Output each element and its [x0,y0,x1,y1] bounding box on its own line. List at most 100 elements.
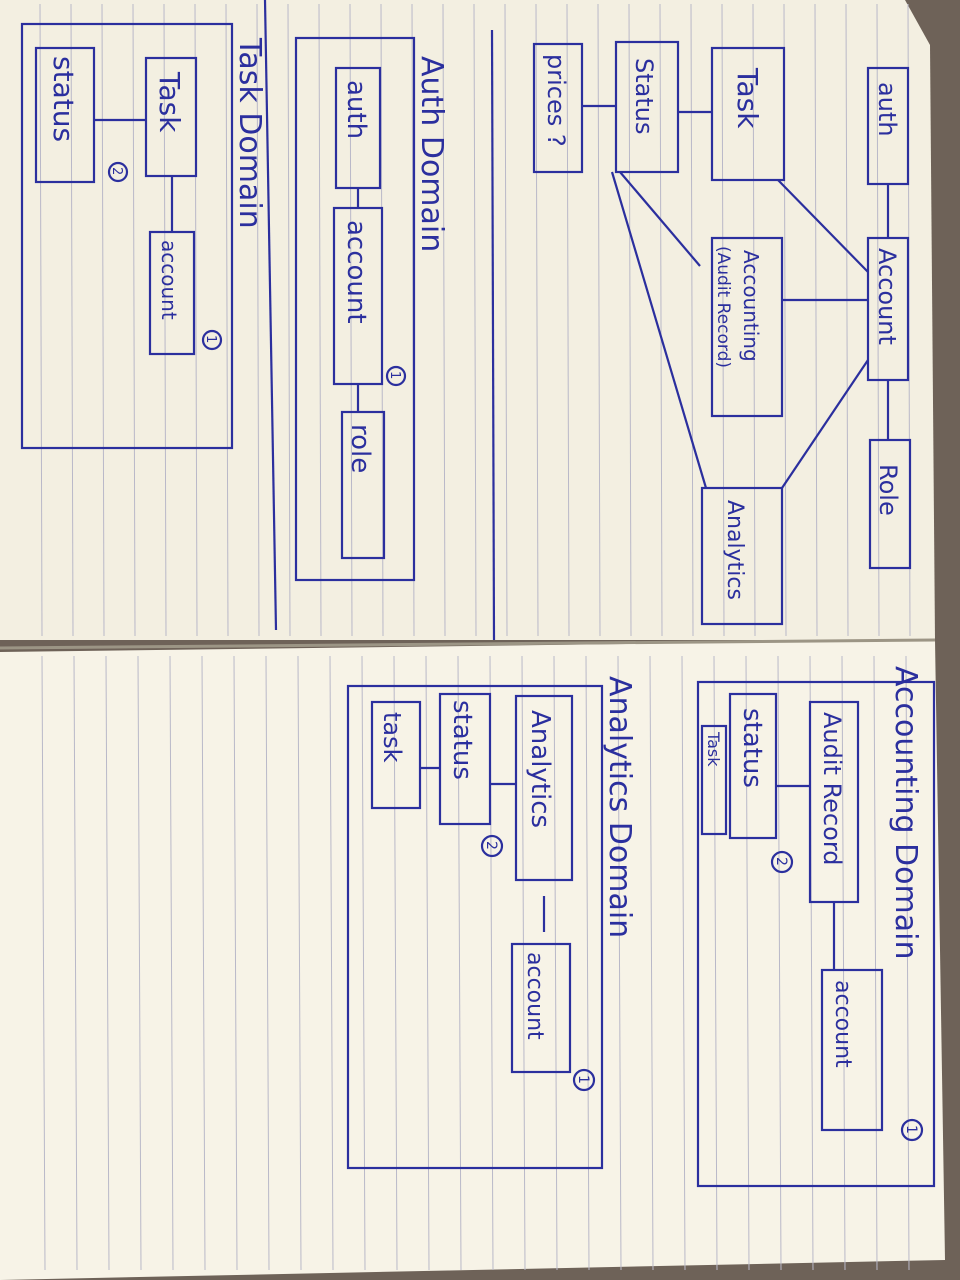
entity-auth-label: auth [873,82,901,137]
task-domain-status-label: status [47,56,80,142]
entity-task-box [710,46,786,182]
task-domain-status-box [34,46,96,184]
entity-account-label: Account [873,248,901,345]
ruled-line [873,655,878,1271]
entity-task-label: Task [731,67,764,129]
accounting-domain-title: Accounting Domain [888,666,923,959]
auth-domain-role-label: role [345,424,375,473]
task-domain-marker2: 2 [109,167,124,175]
ruled-lines [39,3,911,1271]
ruled-line [137,655,142,1271]
accounting-domain-account-box [820,968,884,1132]
auth-domain-title: Auth Domain [414,56,449,252]
link-analytics-account [781,359,869,489]
ruled-line [814,3,818,637]
ruled-line [297,655,302,1271]
entity-prices-box [532,42,584,174]
ruled-line [617,655,622,1271]
auth-domain [294,36,416,582]
ruled-line [841,655,846,1271]
accounting-domain-account-label: account [830,980,855,1068]
task-domain [20,22,234,450]
ruled-line [845,3,849,637]
entity-status-label: Status [630,58,658,134]
ruled-line [287,3,291,637]
top-page [0,0,935,640]
page-crease [0,638,936,650]
ruled-line [201,655,206,1271]
entity-role-box [868,438,912,570]
ruled-line [777,655,782,1271]
link-task-account [777,179,869,273]
ruled-line [265,655,270,1271]
ruled-line [905,655,910,1271]
ruled-line [349,3,353,637]
accounting-domain-marker2-circle [770,850,794,874]
task-domain-marker2-circle [107,161,129,183]
entity-accounting-box [710,236,784,418]
entity-analytics-label: Analytics [722,500,747,600]
ruled-line [225,3,229,637]
ruled-line [233,655,238,1271]
accounting-domain-status-box [728,692,778,840]
ruled-line [442,3,446,637]
ruled-line [318,3,322,637]
auth-domain-marker-circle [385,365,407,387]
analytics-domain-title: Analytics Domain [602,676,637,938]
auth-domain-auth-label: auth [341,80,371,139]
overview-diagram [532,40,912,626]
accounting-domain-status-label: status [737,708,767,788]
ruled-line [73,655,78,1271]
task-domain-task-label: Task [153,71,186,133]
auth-domain-role-box [340,410,386,560]
ruled-line [41,655,46,1271]
accounting-domain-task-label: Task [704,731,723,767]
auth-domain-frame [294,36,416,582]
analytics-domain-marker1: 1 [575,1075,591,1084]
analytics-domain-task-box [370,700,422,810]
ruled-line [163,3,167,637]
analytics-domain-account-box [510,942,572,1074]
ruled-line [597,3,601,637]
entity-analytics-box [700,486,784,626]
accounting-domain-audit-record-label: Audit Record [818,712,846,866]
ruled-line [628,3,632,637]
analytics-domain-marker2: 2 [483,841,499,850]
ruled-line [690,3,694,637]
auth-domain-account-label: account [341,220,371,324]
entity-role-label: Role [874,464,902,516]
ruled-line [70,3,74,637]
entity-accounting-label-1: Accounting [739,250,763,362]
analytics-domain-analytics-box [514,694,574,882]
accounting-domain-marker1: 1 [903,1125,919,1134]
accounting-domain-task-box [700,724,728,836]
ruled-line [329,655,334,1271]
task-domain-frame [20,22,234,450]
analytics-domain-marker2-circle [480,834,504,858]
section-divider-2 [263,0,278,631]
task-domain-marker1: 1 [203,335,218,343]
task-domain-title: Task Domain [232,37,267,229]
analytics-domain-task-label: task [378,712,406,763]
analytics-domain-status-box [438,692,492,826]
section-divider-1 [490,29,496,641]
analytics-domain-account-label: account [522,952,547,1040]
accounting-domain-marker1-circle [900,1118,924,1142]
ruled-line [535,3,539,637]
accounting-domain [696,680,936,1188]
auth-domain-marker: 1 [387,371,402,379]
ruled-line [876,3,880,637]
ruled-line [105,655,110,1271]
ruled-line [566,3,570,637]
analytics-domain-frame [346,684,604,1170]
ruled-line [132,3,136,637]
accounting-domain-frame [696,680,936,1188]
ruled-line [659,3,663,637]
ruled-line [721,3,725,637]
analytics-domain-marker1-circle [572,1068,596,1092]
ruled-line [504,3,508,637]
ruled-line [713,655,718,1271]
entity-accounting-label-2: (Audit Record) [713,246,733,368]
ruled-line [649,655,654,1271]
accounting-domain-marker2: 2 [773,857,789,866]
